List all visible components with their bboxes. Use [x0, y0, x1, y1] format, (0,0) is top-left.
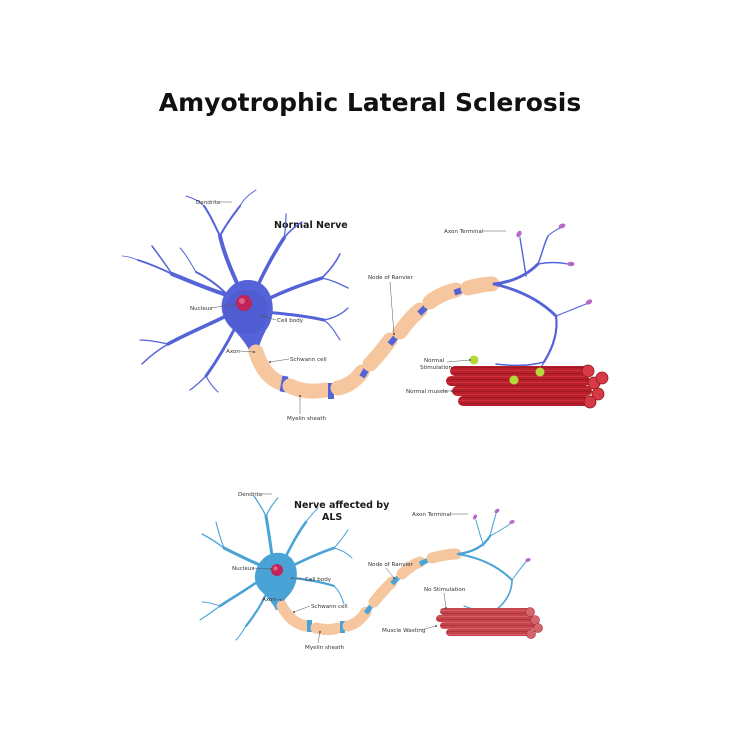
als-label-schwann-cell: Schwann cell	[311, 604, 348, 610]
als-terminal-bulbs	[472, 508, 531, 562]
normal-muscle-bundle	[446, 364, 609, 409]
als-nerve-diagram: Nerve affected by ALS	[199, 492, 543, 651]
normal-axon-terminal	[492, 227, 587, 385]
normal-label-stimulation-line2: Stimulation	[420, 365, 452, 371]
normal-myelin-sheath	[248, 276, 500, 399]
normal-label-myelin-sheath: Myelin sheath	[287, 416, 327, 422]
normal-nerve-heading: Normal Nerve	[274, 220, 348, 231]
als-label-cell-body: Cell body	[305, 577, 332, 583]
als-label-nucleus: Nucleus	[232, 566, 254, 572]
als-label-muscle: Muscle Wasting	[382, 628, 426, 634]
page-title: Amyotrophic Lateral Sclerosis	[159, 88, 581, 117]
als-heading-line2: ALS	[322, 512, 342, 523]
als-myelin-sheath	[276, 548, 462, 635]
als-heading-line1: Nerve affected by	[294, 500, 390, 511]
als-label-axon-terminal: Axon Terminal	[412, 512, 452, 518]
als-axon-terminal	[456, 513, 527, 612]
normal-terminal-bulbs	[516, 223, 593, 305]
normal-nerve-diagram: Normal Nerve	[121, 189, 609, 422]
normal-label-muscle: Normal muscle	[406, 389, 449, 395]
normal-label-dendrite: Dendrite	[196, 200, 221, 206]
als-label-stimulation: No Stimulation	[424, 587, 466, 593]
als-label-axon: Axon	[262, 597, 276, 603]
normal-stimulation-points	[469, 355, 545, 385]
normal-label-stimulation-line1: Normal	[424, 358, 445, 364]
normal-label-cell-body: Cell body	[277, 318, 304, 324]
normal-label-node-of-ranvier: Node of Ranvier	[368, 275, 414, 281]
normal-label-nucleus: Nucleus	[190, 306, 212, 312]
normal-label-axon: Axon	[226, 349, 240, 355]
als-label-node-of-ranvier: Node of Ranvier	[368, 562, 414, 568]
als-muscle-bundle	[436, 607, 543, 639]
als-label-dendrite: Dendrite	[238, 492, 263, 498]
normal-label-schwann-cell: Schwann cell	[290, 357, 327, 363]
als-label-myelin-sheath: Myelin sheath	[305, 645, 345, 651]
als-cell-body	[254, 552, 297, 610]
normal-label-axon-terminal: Axon Terminal	[444, 229, 484, 235]
